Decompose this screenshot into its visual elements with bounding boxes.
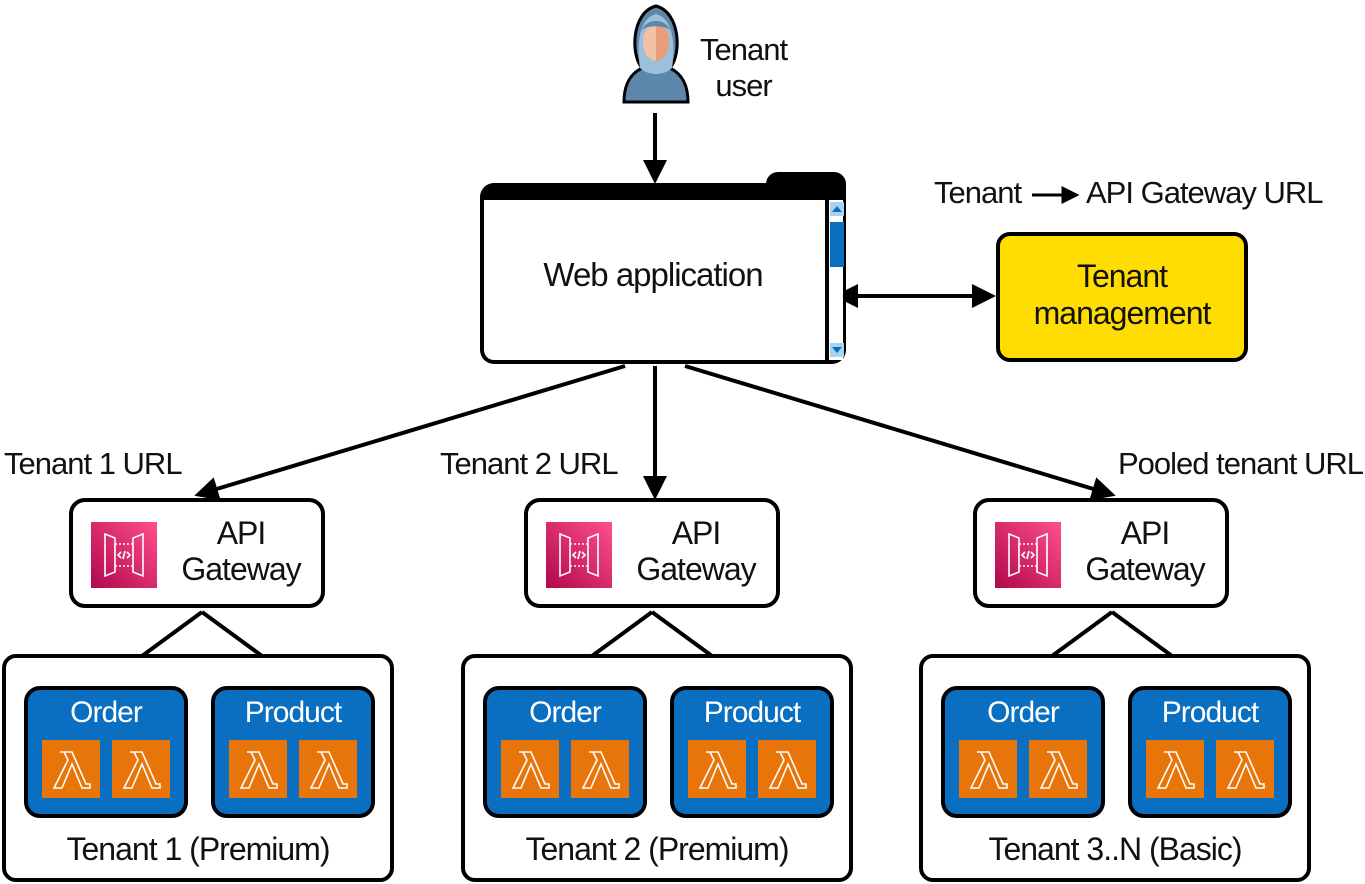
lambda-icon xyxy=(1146,740,1204,798)
lambda-icon xyxy=(299,740,357,798)
scroll-up-icon xyxy=(830,202,844,216)
api-gateway-icon xyxy=(995,522,1061,588)
api-gateway-label: API Gateway xyxy=(1065,515,1225,588)
scroll-down-icon xyxy=(830,343,844,357)
lambda-icon xyxy=(758,740,816,798)
tenant-container-2: Order Product Tenant 2 (Premium) xyxy=(461,654,853,882)
tenant-container-1: Order Product Tenant 1 (Premium) xyxy=(2,654,394,882)
service-product: Product xyxy=(211,686,375,818)
mapping-note-from: Tenant xyxy=(934,175,1022,210)
lambda-icon xyxy=(501,740,559,798)
lambda-icon xyxy=(959,740,1017,798)
api-gateway-label-line1: API xyxy=(671,515,722,551)
api-gateway-label: API Gateway xyxy=(161,515,321,588)
lambda-icon xyxy=(571,740,629,798)
service-product: Product xyxy=(1128,686,1292,818)
tenant-user-label-line1: Tenant xyxy=(700,32,788,67)
tenant-label: Tenant 2 (Premium) xyxy=(525,831,790,867)
lambda-icon xyxy=(1216,740,1274,798)
tenant-management-line2: management xyxy=(1033,294,1212,331)
scrollbar xyxy=(825,200,844,360)
service-label: Order xyxy=(529,696,602,729)
scroll-thumb xyxy=(830,222,844,267)
service-order: Order xyxy=(941,686,1105,818)
lambda-icon xyxy=(1029,740,1087,798)
service-label: Order xyxy=(70,696,143,729)
lambda-icon xyxy=(688,740,746,798)
route-label-tenant2: Tenant 2 URL xyxy=(440,446,619,481)
service-label: Product xyxy=(244,696,342,729)
api-gateway-label-line1: API xyxy=(216,515,267,551)
tenant-user-icon xyxy=(622,4,690,104)
api-gateway-label: API Gateway xyxy=(616,515,776,588)
lambda-icon xyxy=(42,740,100,798)
mapping-note-to: API Gateway URL xyxy=(1086,175,1324,210)
api-gateway-tenant1: API Gateway xyxy=(69,498,325,608)
api-gateway-icon xyxy=(91,522,157,588)
service-label: Product xyxy=(703,696,801,729)
api-gateway-label-line2: Gateway xyxy=(181,550,301,587)
arrow-webapp-to-gw3 xyxy=(684,364,1116,501)
api-gateway-tenant2: API Gateway xyxy=(524,498,780,608)
route-label-pooled: Pooled tenant URL xyxy=(1118,446,1364,481)
tenant-user-label: Tenant user xyxy=(700,32,788,103)
route-label-tenant1: Tenant 1 URL xyxy=(4,446,183,481)
service-label: Order xyxy=(987,696,1060,729)
api-gateway-label-line1: API xyxy=(1120,515,1171,551)
api-gateway-pooled: API Gateway xyxy=(973,498,1229,608)
tenant-container-pooled: Order Product Tenant 3..N (Basic) xyxy=(919,654,1311,882)
service-label: Product xyxy=(1161,696,1259,729)
lambda-icon xyxy=(229,740,287,798)
service-product: Product xyxy=(670,686,834,818)
tenant-management-line1: Tenant xyxy=(1076,258,1168,294)
api-gateway-label-line2: Gateway xyxy=(636,550,756,587)
tenant-management-label: Tenant management xyxy=(996,258,1248,332)
lambda-icon xyxy=(112,740,170,798)
web-application-title: Web application xyxy=(543,256,763,293)
tenant-user-label-line2: user xyxy=(715,67,772,103)
service-order: Order xyxy=(483,686,647,818)
tenant-label: Tenant 1 (Premium) xyxy=(66,831,331,867)
service-order: Order xyxy=(24,686,188,818)
web-application-window xyxy=(480,183,846,364)
api-gateway-label-line2: Gateway xyxy=(1085,550,1205,587)
api-gateway-icon xyxy=(546,522,612,588)
tenant-management-box xyxy=(996,232,1248,362)
tenant-label: Tenant 3..N (Basic) xyxy=(988,831,1242,867)
